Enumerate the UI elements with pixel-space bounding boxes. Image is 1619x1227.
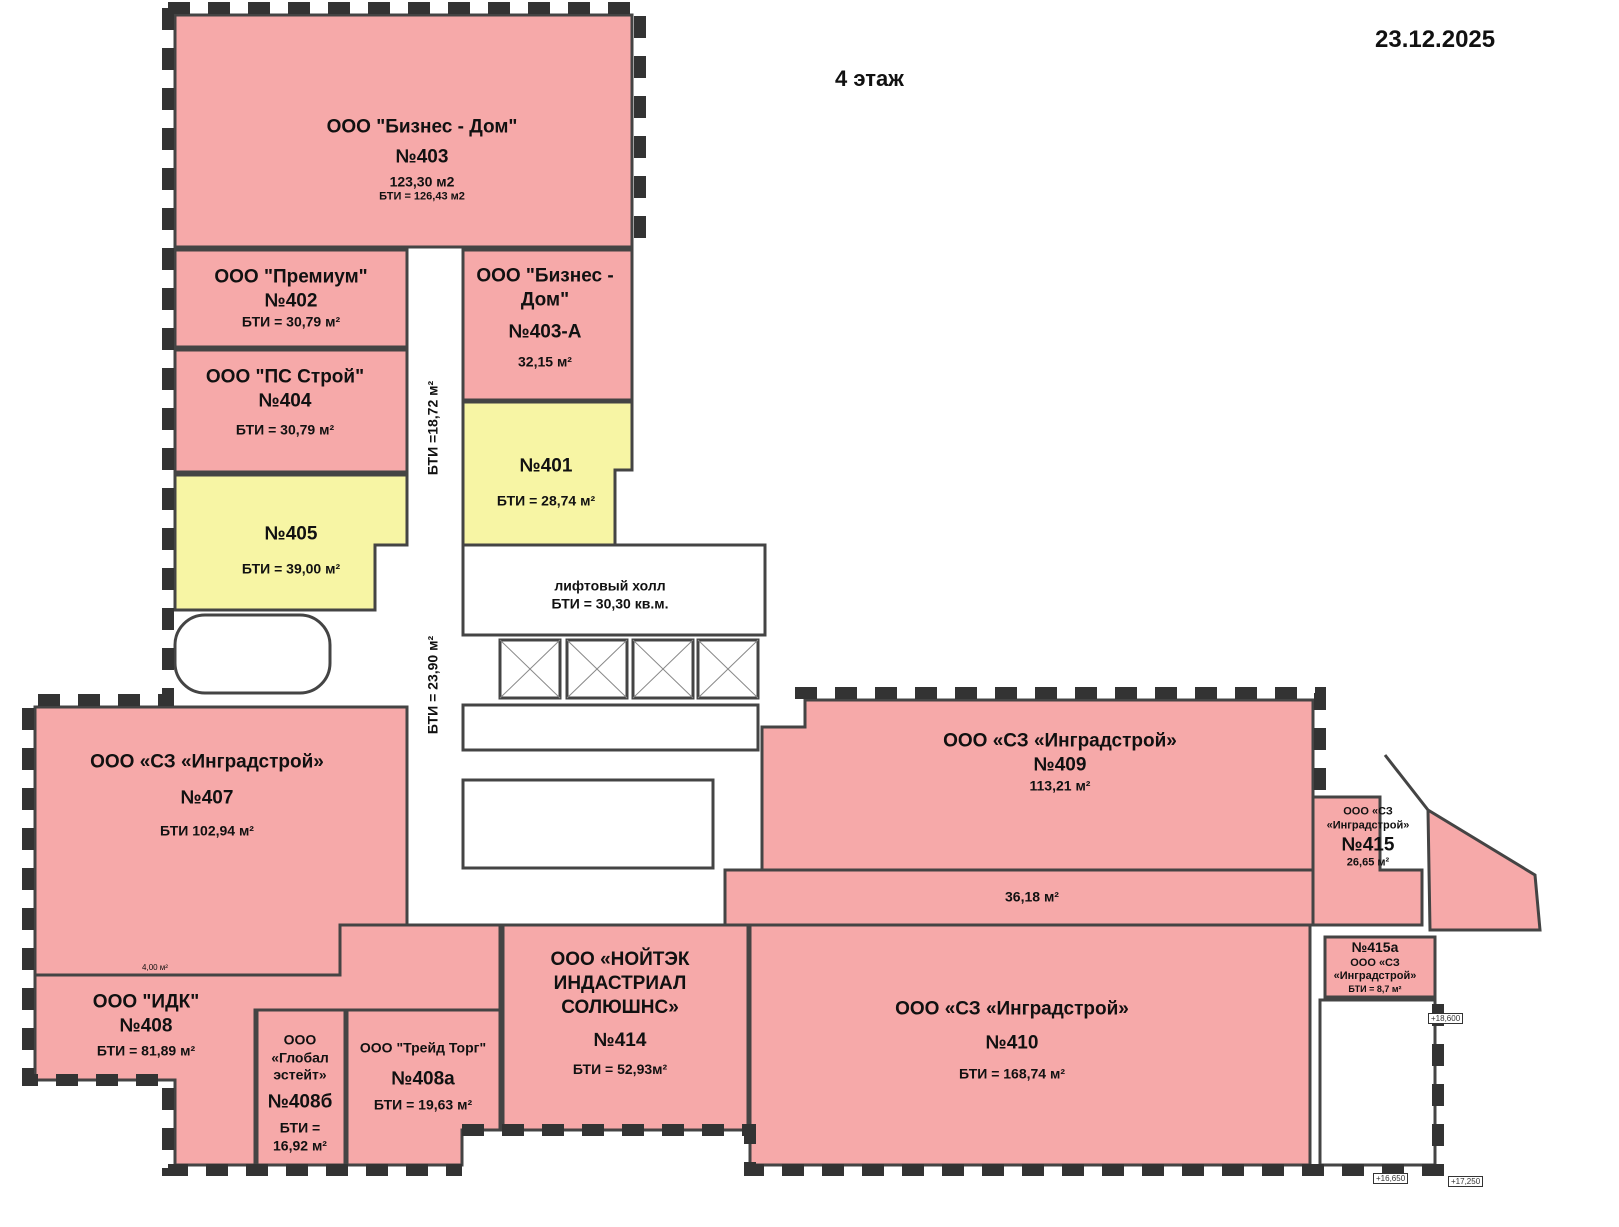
- lift-hall-label: лифтовый холл БТИ = 30,30 кв.м.: [552, 578, 669, 613]
- floor-title: 4 этаж: [835, 66, 904, 91]
- room-403[interactable]: [173, 13, 634, 249]
- room-area: 26,65 м²: [1346, 856, 1390, 869]
- room-415-label: ООО «СЗ «Инградстрой» №415 26,65 м²: [1327, 806, 1410, 871]
- room-number: №405: [264, 523, 318, 545]
- lift-hall-name: лифтовый холл: [554, 577, 666, 594]
- room-number: №414: [593, 1030, 647, 1051]
- tenant-name-cont: «Глобал: [271, 1048, 329, 1065]
- room-bti: БТИ = 19,63 м²: [373, 1096, 473, 1113]
- room-407-sub-area: 4,00 м²: [142, 963, 168, 972]
- stair-east: [1318, 998, 1437, 1167]
- room-number: №407: [180, 787, 234, 809]
- corridor-lower-label: БТИ = 23,90 м²: [424, 635, 441, 735]
- tenant-name: ООО «НОЙТЭК: [550, 948, 690, 970]
- room-number: №409: [1033, 754, 1087, 776]
- stair-west: [173, 613, 332, 695]
- room-number: №410: [985, 1032, 1039, 1054]
- tenant-name: ООО «СЗ: [1343, 805, 1393, 818]
- room-408-label: ООО "ИДК" №408 БТИ = 81,89 м²: [93, 991, 199, 1060]
- tenant-name: ООО "Премиум": [214, 266, 368, 288]
- tenant-name: ООО «СЗ: [1350, 956, 1400, 969]
- tenant-name: ООО "Бизнес - Дом": [326, 116, 518, 138]
- corridor-east-label: 36,18 м²: [1005, 888, 1059, 905]
- room-bti: БТИ = 30,79 м²: [241, 313, 341, 329]
- room-415-annex[interactable]: [1383, 754, 1542, 932]
- tenant-name-cont: СОЛЮШНС»: [561, 996, 679, 1018]
- tenant-name: ООО: [283, 1031, 317, 1048]
- plan-date: 23.12.2025: [1375, 26, 1496, 53]
- tenant-name-cont: «Инградстрой»: [1333, 970, 1417, 983]
- room-402[interactable]: [173, 248, 409, 349]
- room-401-label: №401 БТИ = 28,74 м²: [497, 454, 595, 509]
- tenant-name-cont: эстейт»: [273, 1066, 327, 1083]
- level-mark-left: +16,650: [1373, 1173, 1409, 1184]
- room-415[interactable]: [1311, 795, 1424, 927]
- outer-wall-west: [22, 8, 462, 1176]
- room-408b-label: ООО «Глобал эстейт» №408б БТИ = 16,92 м²: [268, 1031, 333, 1154]
- room-bti: БТИ = 126,43 м2: [379, 190, 465, 203]
- room-405-label: №405 БТИ = 39,00 м²: [242, 522, 340, 577]
- lift-hall-bti: БТИ = 30,30 кв.м.: [551, 595, 669, 611]
- room-number: №408а: [391, 1068, 455, 1090]
- tenant-name: ООО «СЗ «Инградстрой»: [895, 998, 1129, 1020]
- tenant-name: ООО "ИДК": [92, 991, 200, 1013]
- room-number: №408: [119, 1015, 173, 1037]
- room-bti: БТИ = 39,00 м²: [241, 560, 341, 577]
- room-bti: БТИ = 30,79 м²: [235, 421, 335, 437]
- room-408a-label: ООО "Трейд Торг" №408а БТИ = 19,63 м²: [360, 1040, 486, 1115]
- tenant-name-cont: Дом": [520, 289, 570, 311]
- outer-wall-south: [462, 1000, 1444, 1176]
- room-area: 113,21 м²: [1029, 777, 1091, 793]
- room-410-label: ООО «СЗ «Инградстрой» №410 БТИ = 168,74 …: [895, 998, 1129, 1083]
- room-number: №408б: [267, 1090, 333, 1112]
- tenant-name: ООО «СЗ «Инградстрой»: [943, 730, 1177, 752]
- room-403-label: ООО "Бизнес - Дом" №403 123,30 м2 БТИ = …: [327, 116, 518, 205]
- room-bti: БТИ = 168,74 м²: [958, 1065, 1066, 1081]
- room-408[interactable]: [33, 923, 502, 1167]
- room-bti: БТИ = 81,89 м²: [96, 1042, 196, 1058]
- tenant-name-cont: ИНДАСТРИАЛ: [553, 972, 687, 994]
- tenant-name: ООО "Бизнес -: [476, 265, 614, 287]
- room-number: №403: [395, 146, 449, 168]
- room-area: 123,30 м2: [389, 173, 455, 190]
- room-area: 32,15 м²: [518, 353, 572, 370]
- level-mark-top: +18,600: [1428, 1013, 1464, 1024]
- room-number: №403-А: [508, 321, 582, 343]
- room-bti: БТИ 102,94 м²: [160, 822, 254, 838]
- tenant-name-cont: «Инградстрой»: [1326, 819, 1410, 832]
- room-415a-label: №415а ООО «СЗ «Инградстрой» БТИ = 8,7 м²: [1334, 939, 1417, 995]
- tenant-name: ООО "Трейд Торг": [359, 1039, 487, 1056]
- outer-wall-east: [795, 687, 1326, 790]
- lift-hall: [461, 543, 767, 637]
- room-bti: БТИ = 8,7 м²: [1348, 983, 1402, 994]
- room-405[interactable]: [173, 473, 409, 612]
- room-404-label: ООО "ПС Строй" №404 БТИ = 30,79 м²: [206, 366, 364, 439]
- room-number: №402: [264, 290, 318, 312]
- room-bti: БТИ = 28,74 м²: [496, 492, 596, 509]
- room-bti: БТИ = 52,93м²: [572, 1060, 668, 1077]
- level-mark-right: +17,250: [1448, 1176, 1484, 1187]
- tenant-name: ООО «СЗ «Инградстрой»: [90, 751, 324, 773]
- tenant-name: ООО "ПС Строй": [205, 366, 365, 388]
- room-402-label: ООО "Премиум" №402 БТИ = 30,79 м²: [214, 266, 367, 331]
- room-409-label: ООО «СЗ «Инградстрой» №409 113,21 м²: [943, 730, 1177, 795]
- service-room-1: [461, 703, 760, 752]
- room-403a-label: ООО "Бизнес - Дом" №403-А 32,15 м²: [476, 265, 613, 372]
- room-403a[interactable]: [461, 248, 634, 402]
- room-414-label: ООО «НОЙТЭК ИНДАСТРИАЛ СОЛЮШНС» №414 БТИ…: [550, 948, 689, 1079]
- room-number: №415: [1341, 834, 1395, 855]
- room-bti: БТИ =: [279, 1119, 321, 1136]
- room-number: №404: [258, 390, 312, 412]
- room-415a[interactable]: [1323, 935, 1437, 999]
- room-number: №401: [519, 455, 573, 477]
- room-number: №415а: [1351, 938, 1399, 955]
- service-room-2: [461, 778, 715, 870]
- corridor-upper-label: БТИ =18,72 м²: [424, 380, 441, 476]
- room-407-label: ООО «СЗ «Инградстрой» №407 БТИ 102,94 м²: [90, 751, 324, 840]
- room-bti-cont: 16,92 м²: [273, 1137, 327, 1154]
- room-404[interactable]: [173, 348, 409, 474]
